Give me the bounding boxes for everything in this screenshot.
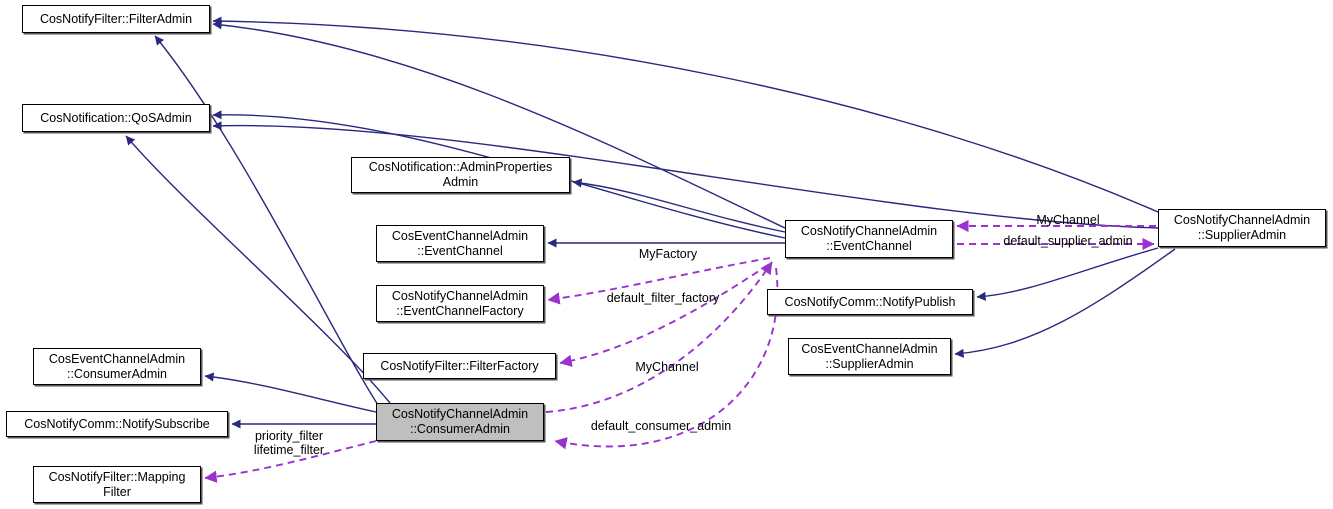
node-coseventchanneladmin-supplieradmin[interactable]: CosEventChannelAdmin ::SupplierAdmin <box>788 338 951 375</box>
node-label: CosNotifyChannelAdmin ::EventChannel <box>800 224 938 253</box>
node-cosnotification-qosadmin[interactable]: CosNotification::QoSAdmin <box>22 104 210 132</box>
node-label: CosNotifyComm::NotifySubscribe <box>24 416 210 431</box>
edge-label-priority-lifetime-filter: priority_filter lifetime_filter <box>253 429 325 457</box>
node-label: CosNotifyFilter::FilterAdmin <box>39 11 193 26</box>
node-label: CosNotifyChannelAdmin ::SupplierAdmin <box>1173 213 1311 242</box>
node-cosnotifychanneladmin-consumeradmin[interactable]: CosNotifyChannelAdmin ::ConsumerAdmin <box>376 403 544 441</box>
edge-label-myfactory: MyFactory <box>638 247 698 261</box>
node-cosnotifychanneladmin-eventchannel[interactable]: CosNotifyChannelAdmin ::EventChannel <box>785 220 953 258</box>
edge-label-mychannel-right: MyChannel <box>1036 213 1100 227</box>
edge-label-mychannel-center: MyChannel <box>635 360 699 374</box>
node-label: CosNotifyComm::NotifyPublish <box>784 294 956 309</box>
edge-eventchannel-to-filteradmin <box>212 20 786 229</box>
edge-label-default-supplier-admin: default_supplier_admin <box>1003 234 1133 248</box>
node-coseventchanneladmin-eventchannel[interactable]: CosEventChannelAdmin ::EventChannel <box>376 225 544 262</box>
node-label: CosNotification::AdminProperties Admin <box>368 160 553 189</box>
node-cosnotifycomm-notifypublish[interactable]: CosNotifyComm::NotifyPublish <box>767 289 973 315</box>
edge-consumeradmin-to-qosadmin <box>125 135 391 404</box>
node-cosnotification-adminpropertiesadmin[interactable]: CosNotification::AdminProperties Admin <box>351 157 570 193</box>
edge-supplieradmin-to-cossupplieradmin <box>954 248 1176 358</box>
edge-consumeradmin-to-cosconsumeradmin <box>204 372 377 413</box>
node-label: CosNotifyChannelAdmin ::EventChannelFact… <box>391 288 529 318</box>
edge-supplieradmin-to-qosadmin <box>212 121 1159 229</box>
node-cosnotifychanneladmin-supplieradmin[interactable]: CosNotifyChannelAdmin ::SupplierAdmin <box>1158 209 1326 247</box>
edge-supplieradmin-to-notifypublish <box>976 247 1159 301</box>
edge-eventchannel-to-adminproperties <box>572 178 786 233</box>
node-label: CosNotifyChannelAdmin ::ConsumerAdmin <box>391 407 529 436</box>
node-cosnotifyfilter-mappingfilter[interactable]: CosNotifyFilter::Mapping Filter <box>33 466 201 503</box>
edge-label-default-filter-factory: default_filter_factory <box>606 291 720 305</box>
node-coseventchanneladmin-consumeradmin[interactable]: CosEventChannelAdmin ::ConsumerAdmin <box>33 348 201 385</box>
node-label: CosNotifyFilter::Mapping Filter <box>48 469 186 499</box>
edge-usage-default-filter-factory <box>559 264 769 367</box>
edge-usage-myfactory <box>547 257 771 305</box>
node-label: CosEventChannelAdmin ::SupplierAdmin <box>801 341 938 371</box>
edge-usage-priority-lifetime-filter <box>204 440 377 483</box>
edge-label-default-consumer-admin: default_consumer_admin <box>590 419 732 433</box>
inheritance-edge-group <box>125 16 1176 429</box>
node-cosnotifyfilter-filteradmin[interactable]: CosNotifyFilter::FilterAdmin <box>22 5 210 33</box>
node-cosnotifyfilter-filterfactory[interactable]: CosNotifyFilter::FilterFactory <box>363 353 556 379</box>
edge-supplieradmin-to-filteradmin <box>212 16 1159 213</box>
edge-consumeradmin-to-filteradmin <box>154 35 379 406</box>
node-cosnotifychanneladmin-eventchannelfactory[interactable]: CosNotifyChannelAdmin ::EventChannelFact… <box>376 285 544 322</box>
edge-usage-mychannel-mid <box>545 261 773 413</box>
usage-edge-group <box>204 219 1156 483</box>
node-label: CosNotification::QoSAdmin <box>40 110 192 125</box>
edge-usage-default-consumer-admin <box>554 267 779 450</box>
node-label: CosEventChannelAdmin ::ConsumerAdmin <box>48 351 186 381</box>
node-label: CosEventChannelAdmin ::EventChannel <box>391 228 529 258</box>
node-cosnotifycomm-notifysubscribe[interactable]: CosNotifyComm::NotifySubscribe <box>6 411 228 437</box>
node-label: CosNotifyFilter::FilterFactory <box>380 358 539 373</box>
